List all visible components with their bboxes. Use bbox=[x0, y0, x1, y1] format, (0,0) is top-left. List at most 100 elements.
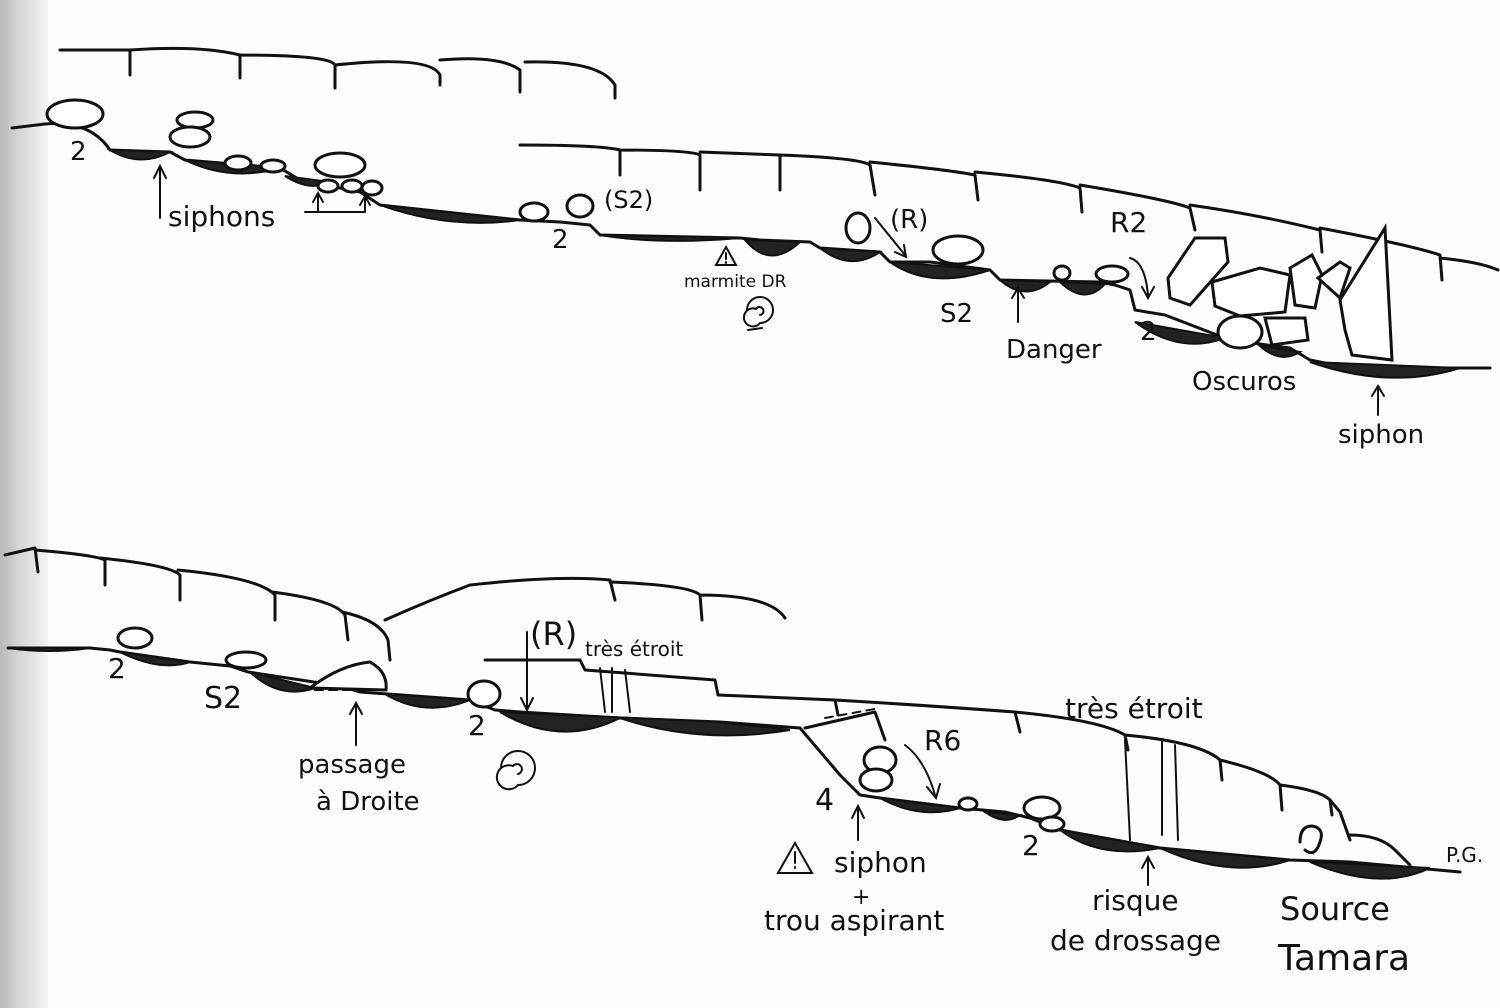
marmite-label: marmite DR bbox=[684, 272, 787, 292]
warning-triangle-icon bbox=[714, 244, 738, 266]
pool bbox=[106, 148, 174, 161]
boulder bbox=[1263, 316, 1310, 347]
boulder bbox=[305, 660, 388, 692]
boulder bbox=[1038, 815, 1066, 833]
pool bbox=[1057, 280, 1108, 296]
pitch-label: 2 bbox=[1140, 317, 1157, 347]
boulder bbox=[1315, 260, 1352, 301]
arrow-danger bbox=[1011, 286, 1025, 323]
bottom-profile: 2 S2 passage à Droite (R) très étroit 2 … bbox=[3, 546, 1483, 979]
pool bbox=[879, 797, 961, 814]
boulder bbox=[1166, 236, 1230, 307]
boulder bbox=[259, 158, 287, 174]
drossage-label: de drossage bbox=[1050, 924, 1221, 957]
pool bbox=[599, 234, 741, 242]
arrow-passage bbox=[349, 700, 363, 746]
siphons-label: siphons bbox=[168, 200, 275, 233]
boulder bbox=[168, 125, 212, 149]
arrow-siphon-top bbox=[1371, 384, 1385, 416]
pool bbox=[1309, 861, 1431, 880]
boulder bbox=[316, 178, 340, 194]
r2-label: R2 bbox=[1110, 206, 1147, 239]
boulder bbox=[1216, 314, 1264, 350]
boulder bbox=[175, 110, 215, 130]
author-initials: P.G. bbox=[1446, 843, 1483, 867]
arrow-r-top bbox=[874, 217, 908, 259]
narrow-lines bbox=[1124, 739, 1179, 841]
tres-etroit-label: très étroit bbox=[585, 637, 683, 661]
cliff-outline-right bbox=[518, 143, 1500, 282]
boulder bbox=[224, 650, 268, 670]
pool bbox=[997, 278, 1053, 293]
pool bbox=[119, 651, 191, 667]
boulder bbox=[360, 179, 384, 197]
arrow-siphon-bottom bbox=[851, 803, 865, 841]
arrow-r6 bbox=[904, 744, 941, 801]
s2-paren-label: (S2) bbox=[604, 186, 653, 214]
whirlpool-icon bbox=[742, 296, 774, 331]
warning-triangle-icon bbox=[776, 840, 814, 874]
pool bbox=[1159, 847, 1291, 869]
pool bbox=[1256, 344, 1303, 358]
droite-label: à Droite bbox=[316, 787, 420, 817]
boulder bbox=[1288, 252, 1324, 310]
boulder bbox=[45, 98, 105, 130]
boulder bbox=[1338, 223, 1394, 362]
pool bbox=[1059, 829, 1161, 853]
pool bbox=[379, 204, 521, 224]
boulder bbox=[1094, 264, 1130, 284]
siphon-label: siphon bbox=[834, 846, 927, 879]
oscuros-label: Oscuros bbox=[1192, 367, 1296, 397]
r-paren-label: (R) bbox=[530, 615, 577, 653]
pool bbox=[886, 260, 991, 280]
boulder bbox=[340, 178, 364, 194]
boulder bbox=[565, 193, 595, 219]
tamara-label: Tamara bbox=[1277, 938, 1410, 979]
pool bbox=[7, 647, 91, 652]
cliff-outline-right bbox=[483, 658, 1412, 867]
s2-label: S2 bbox=[940, 299, 973, 329]
danger-label: Danger bbox=[1006, 335, 1102, 365]
boulder bbox=[223, 154, 253, 172]
top-stream-bed bbox=[10, 122, 1492, 370]
cliff-outline-mid bbox=[383, 576, 787, 622]
cliff-outline-left bbox=[58, 46, 617, 100]
boulder bbox=[1210, 266, 1292, 318]
boulder bbox=[858, 767, 894, 793]
boulder bbox=[1052, 264, 1072, 282]
r-paren-label: (R) bbox=[890, 205, 928, 235]
pitch-label: 4 bbox=[815, 783, 834, 818]
pool bbox=[384, 693, 471, 709]
pitch-label: 2 bbox=[468, 709, 486, 742]
pitch-label: 2 bbox=[1022, 829, 1040, 862]
risque-label: risque bbox=[1092, 884, 1179, 917]
dashed-passage bbox=[824, 707, 881, 719]
boulder bbox=[844, 211, 872, 245]
boulder bbox=[931, 234, 985, 266]
pool bbox=[742, 238, 803, 257]
passage-label: passage bbox=[298, 750, 406, 780]
boulder bbox=[116, 626, 154, 650]
pool bbox=[816, 246, 884, 263]
pool bbox=[499, 711, 791, 737]
arrow-r-bottom bbox=[520, 631, 534, 713]
r6-label: R6 bbox=[924, 724, 961, 757]
boulder bbox=[957, 796, 979, 812]
boulder bbox=[313, 151, 367, 179]
arrow-risque bbox=[1141, 854, 1155, 886]
pitch-label: 2 bbox=[552, 225, 569, 255]
siphon-label: siphon bbox=[1338, 420, 1424, 450]
trou-aspirant-label: trou aspirant bbox=[764, 904, 944, 937]
source-label: Source bbox=[1280, 890, 1390, 928]
cliff-outline-left bbox=[3, 546, 392, 662]
top-profile: 2 siphons (S2) 2 marmite DR (R) S2 Dange… bbox=[10, 46, 1500, 450]
pool bbox=[1309, 361, 1461, 379]
scan-margin-shadow bbox=[0, 0, 48, 1008]
ledge bbox=[803, 710, 887, 742]
pitch-label: 2 bbox=[108, 652, 126, 685]
boulder bbox=[518, 201, 550, 223]
narrow-lines bbox=[599, 667, 631, 713]
arrow-siphons-b bbox=[304, 190, 371, 213]
